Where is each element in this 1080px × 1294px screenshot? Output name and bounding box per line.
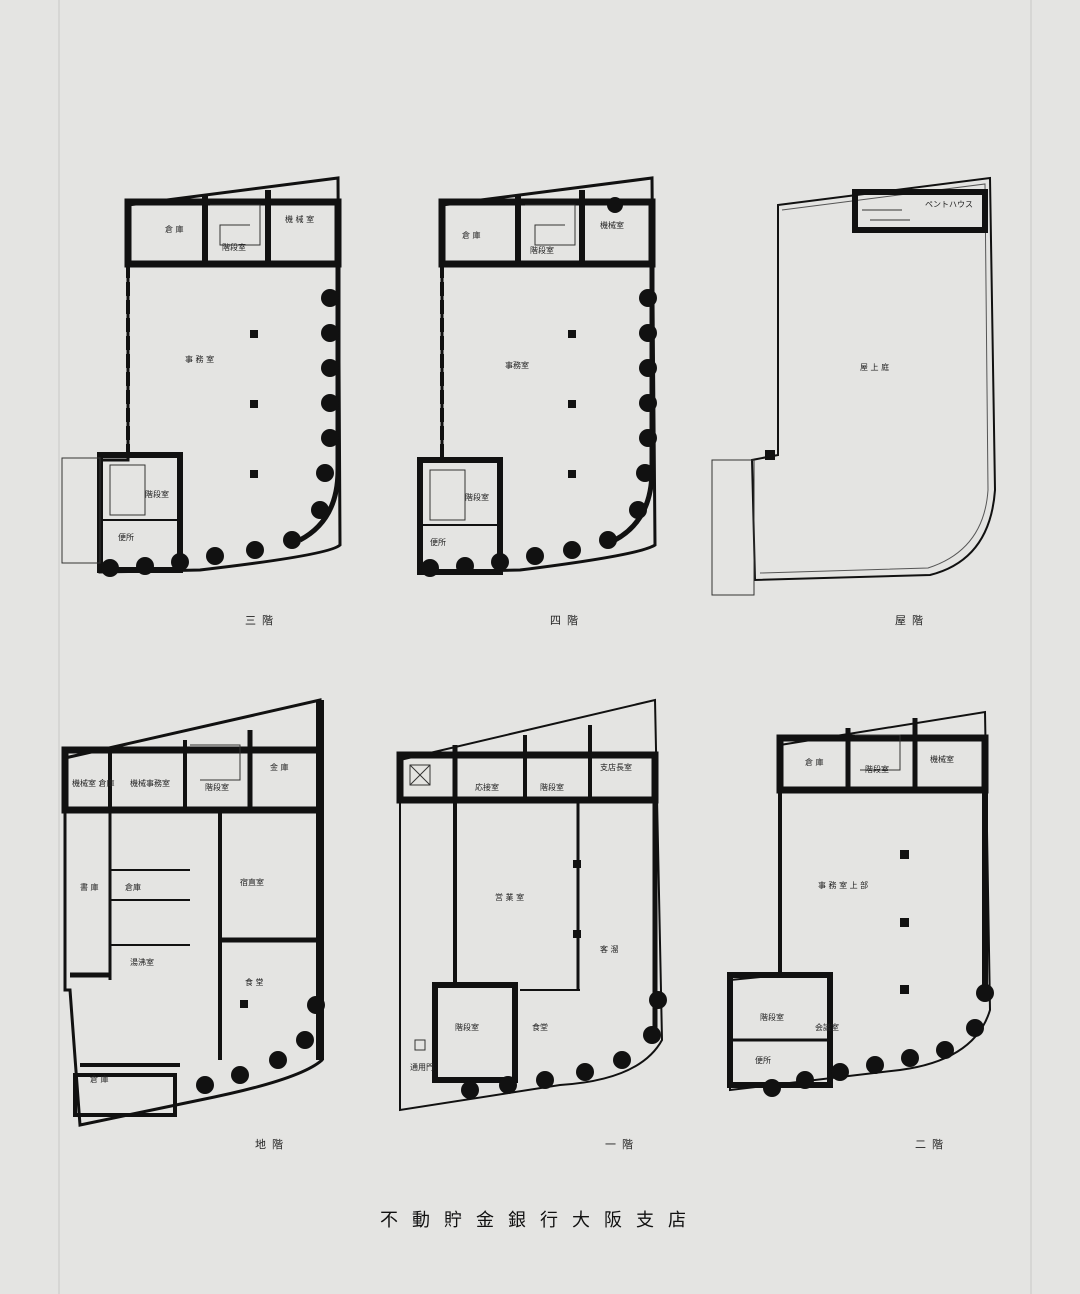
page-shadow-left xyxy=(58,0,60,1294)
svg-text:階段室: 階段室 xyxy=(145,489,169,499)
svg-text:便所: 便所 xyxy=(118,532,134,542)
svg-text:食 堂: 食 堂 xyxy=(245,977,264,987)
svg-text:通用門: 通用門 xyxy=(410,1062,434,1072)
page-shadow-right xyxy=(1030,0,1032,1294)
plan-label-fourth-floor: 四階 xyxy=(550,614,584,627)
svg-text:支店長室: 支店長室 xyxy=(600,762,632,772)
svg-text:階段室: 階段室 xyxy=(530,245,554,255)
svg-text:金 庫: 金 庫 xyxy=(270,762,289,772)
plan-label-basement: 地階 xyxy=(255,1138,289,1151)
plan-label-third-floor: 三階 xyxy=(245,614,279,627)
plan-label-roof: 屋階 xyxy=(895,614,929,627)
svg-text:応接室: 応接室 xyxy=(475,782,499,792)
plan-label-ground-floor: 一階 xyxy=(605,1138,639,1151)
svg-text:倉 庫: 倉 庫 xyxy=(90,1074,109,1084)
plan-roof: ペントハウス 屋 上 庭 xyxy=(711,176,997,596)
plan-basement: 機械室 倉庫 機械事務室 階段室 金 庫 書 庫 倉庫 宿直室 食 堂 湯沸室 … xyxy=(61,698,325,1127)
svg-text:便所: 便所 xyxy=(755,1055,771,1065)
page-title: 不動貯金銀行大阪支店 xyxy=(380,1210,700,1231)
svg-text:倉庫: 倉庫 xyxy=(125,882,141,892)
svg-text:階段室: 階段室 xyxy=(760,1012,784,1022)
svg-text:階段室: 階段室 xyxy=(465,492,489,502)
svg-text:階段室: 階段室 xyxy=(205,782,229,792)
plan-label-second-floor: 二階 xyxy=(915,1138,949,1151)
svg-text:階段室: 階段室 xyxy=(865,764,889,774)
svg-text:事務室: 事務室 xyxy=(505,360,529,370)
svg-text:事 務 室: 事 務 室 xyxy=(185,354,214,364)
svg-text:倉 庫: 倉 庫 xyxy=(165,224,184,234)
svg-text:機械室 倉庫: 機械室 倉庫 xyxy=(72,778,115,788)
svg-text:宿直室: 宿直室 xyxy=(240,877,264,887)
svg-text:便所: 便所 xyxy=(430,537,446,547)
svg-text:機械事務室: 機械事務室 xyxy=(130,778,170,788)
plan-fourth-floor: 倉 庫 階段室 機械室 事務室 階段室 便所 xyxy=(417,176,657,577)
svg-text:機械室: 機械室 xyxy=(930,754,954,764)
svg-text:倉 庫: 倉 庫 xyxy=(805,757,824,767)
svg-text:階段室: 階段室 xyxy=(455,1022,479,1032)
plan-ground-floor: 応接室 階段室 支店長室 営 業 室 客 溜 食堂 通用門 階段室 xyxy=(396,698,667,1112)
plan-third-floor: 倉 庫 階段室 機 械 室 事 務 室 階段室 便所 xyxy=(61,176,342,577)
svg-text:ペントハウス: ペントハウス xyxy=(925,200,973,209)
svg-text:屋 上 庭: 屋 上 庭 xyxy=(860,362,889,372)
svg-text:営 業 室: 営 業 室 xyxy=(495,892,524,902)
svg-text:湯沸室: 湯沸室 xyxy=(130,957,154,967)
svg-text:書 庫: 書 庫 xyxy=(80,882,99,892)
svg-text:階段室: 階段室 xyxy=(540,782,564,792)
svg-text:倉 庫: 倉 庫 xyxy=(462,230,481,240)
svg-text:食堂: 食堂 xyxy=(532,1022,548,1032)
svg-text:機 械 室: 機 械 室 xyxy=(285,214,314,224)
plan-second-floor: 倉 庫 階段室 機械室 事 務 室 上 部 会議室 階段室 便所 xyxy=(727,710,994,1097)
svg-text:階段室: 階段室 xyxy=(222,242,246,252)
svg-text:機械室: 機械室 xyxy=(600,220,624,230)
svg-text:客 溜: 客 溜 xyxy=(600,944,619,954)
svg-text:事 務 室 上 部: 事 務 室 上 部 xyxy=(818,880,868,890)
svg-text:会議室: 会議室 xyxy=(815,1022,839,1032)
